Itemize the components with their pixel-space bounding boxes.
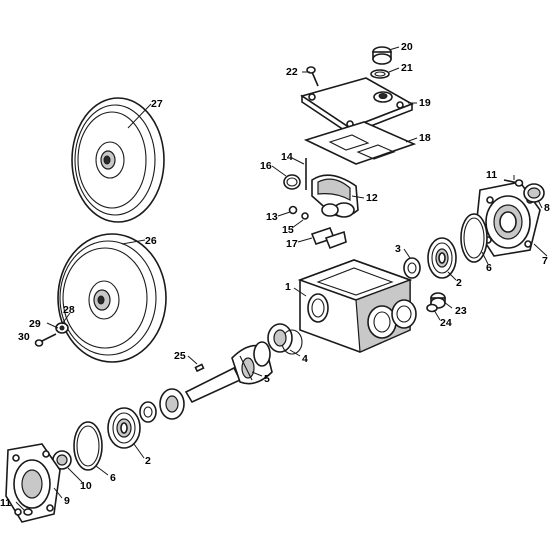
callout-2-left: 2	[145, 455, 151, 467]
callout-13: 13	[266, 211, 278, 223]
callout-28: 28	[63, 304, 75, 316]
plate-17	[310, 227, 347, 250]
callout-4: 4	[302, 353, 308, 365]
bush-4	[267, 323, 303, 355]
callout-2-right: 2	[456, 277, 462, 289]
callout-10: 10	[80, 480, 92, 492]
callout-11-top: 11	[486, 169, 497, 181]
part-13	[288, 205, 298, 215]
callout-labels: 27 26 28 29 30 22 20 21 19 18 14 16 12 1…	[0, 41, 550, 509]
spacer-left	[139, 401, 157, 423]
callout-15: 15	[282, 224, 294, 236]
callout-5: 5	[264, 373, 270, 385]
callout-9: 9	[64, 495, 70, 507]
callout-20: 20	[401, 41, 413, 53]
pulley-26	[57, 233, 167, 363]
callout-12: 12	[366, 192, 378, 204]
bearing-cover-7	[475, 181, 541, 257]
callout-29: 29	[29, 318, 41, 330]
callout-21: 21	[401, 62, 413, 74]
ring-left	[159, 388, 185, 420]
oring-6-left	[73, 421, 103, 471]
ring-3	[403, 257, 421, 279]
callout-27: 27	[151, 98, 163, 110]
seal-10	[52, 450, 72, 470]
plug-23	[430, 292, 446, 309]
screw-11-top	[503, 179, 524, 187]
housing-1	[297, 259, 417, 353]
conrod-12	[311, 174, 359, 218]
callout-25: 25	[174, 350, 186, 362]
callout-22: 22	[286, 66, 298, 78]
part-15	[301, 212, 309, 220]
seal-8	[523, 183, 545, 203]
callout-8: 8	[544, 202, 550, 214]
bearing-2-left	[107, 407, 141, 449]
callout-30: 30	[18, 331, 30, 343]
key-25	[194, 363, 205, 373]
callout-26: 26	[145, 235, 157, 247]
callout-1: 1	[285, 281, 291, 293]
seal-21	[370, 69, 390, 79]
oring-6-right	[460, 213, 488, 263]
callout-24: 24	[440, 317, 452, 329]
callout-11-bottom: 11	[0, 497, 11, 509]
washer-28	[55, 322, 69, 334]
screw-22	[306, 66, 319, 87]
callout-14: 14	[281, 151, 293, 163]
callout-23: 23	[455, 305, 467, 317]
shaft-5	[184, 341, 273, 404]
callout-6-right: 6	[486, 262, 492, 274]
cover-9	[5, 443, 61, 523]
plug-20	[372, 46, 392, 65]
screw-11-bottom	[23, 508, 33, 516]
gasket-18	[303, 121, 417, 165]
bolt-30	[34, 333, 57, 347]
callout-6-left: 6	[110, 472, 116, 484]
leader-lines	[15, 46, 548, 511]
callout-19: 19	[419, 97, 431, 109]
cap-16	[283, 174, 301, 190]
callout-17: 17	[286, 238, 298, 250]
callout-16: 16	[260, 160, 272, 172]
pulley-27	[71, 97, 165, 223]
bearing-2-right	[427, 237, 457, 279]
callout-3: 3	[395, 243, 401, 255]
callout-7: 7	[542, 255, 548, 267]
washer-24	[426, 303, 438, 313]
callout-18: 18	[419, 132, 431, 144]
